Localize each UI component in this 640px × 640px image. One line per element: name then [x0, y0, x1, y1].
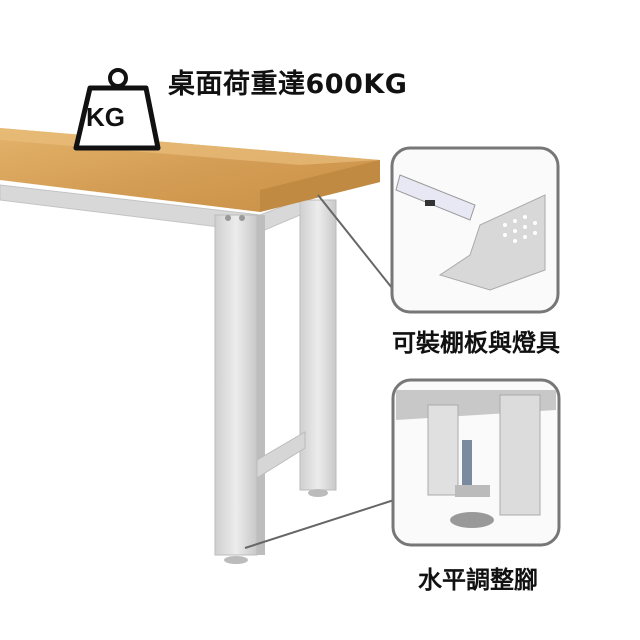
callout-label-shelf-light: 可裝棚板與燈具: [392, 329, 560, 357]
callout-line: [244, 499, 395, 549]
callout-leveling-foot-image: [391, 378, 561, 547]
weight-icon-label: KG: [86, 102, 125, 132]
rear-leg: [299, 199, 337, 497]
callout-line: [317, 194, 393, 289]
callout-label-leveling-foot: 水平調整腳: [418, 566, 538, 594]
front-leg: [214, 214, 306, 564]
weight-icon: [73, 68, 161, 151]
callout-shelf-light-image: [390, 146, 560, 314]
headline: 桌面荷重達600KG: [168, 69, 408, 100]
